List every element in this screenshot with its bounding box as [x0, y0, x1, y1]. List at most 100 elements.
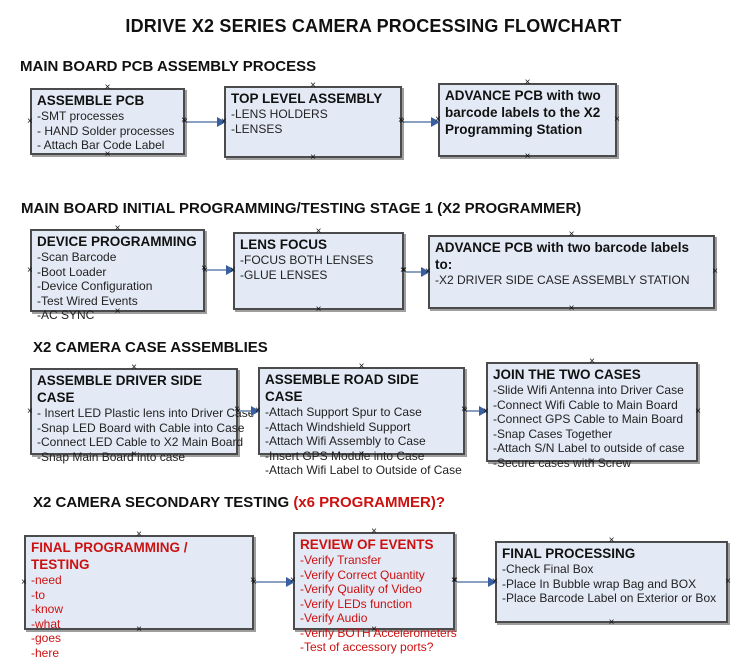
flow-box-final-processing[interactable]: FINAL PROCESSING -Check Final Box -Place… [495, 541, 728, 623]
connection-point-icon[interactable] [202, 266, 208, 276]
connection-point-icon[interactable] [27, 117, 33, 127]
connection-point-icon[interactable] [310, 153, 316, 163]
box-item: -Attach Wifi Label to Outside of Case [265, 463, 462, 477]
connection-point-icon[interactable] [27, 266, 33, 276]
connection-point-icon[interactable] [182, 117, 188, 127]
connector-arrow[interactable] [456, 577, 497, 587]
box-item: -Connect Wifi Cable to Main Board [493, 397, 678, 412]
box-item: -X2 DRIVER SIDE CASE ASSEMBLY STATION [435, 273, 690, 287]
box-title: REVIEW OF EVENTS [300, 537, 434, 552]
flow-box-join-the-two-cases[interactable]: JOIN THE TWO CASES -Slide Wifi Antenna i… [483, 362, 701, 470]
box-item: -to [31, 587, 46, 602]
connector-arrow[interactable] [255, 577, 295, 587]
connection-point-icon[interactable] [115, 224, 121, 234]
connection-point-icon[interactable] [115, 307, 121, 317]
page-title: IDRIVE X2 SERIES CAMERA PROCESSING FLOWC… [125, 16, 622, 36]
connection-point-icon[interactable] [401, 266, 407, 276]
flow-box-review-of-events[interactable]: REVIEW OF EVENTS -Verify Transfer -Verif… [290, 532, 458, 654]
flow-box-assemble-pcb[interactable]: ASSEMBLE PCB -SMT processes - HAND Solde… [30, 88, 185, 155]
connection-point-icon[interactable] [359, 450, 365, 460]
connection-point-icon[interactable] [105, 83, 111, 93]
connection-point-icon[interactable] [316, 305, 322, 315]
box-item: - Attach Bar Code Label [37, 138, 165, 152]
box-item: -goes [31, 631, 62, 645]
connection-point-icon[interactable] [525, 78, 531, 88]
box-item: -Snap Cases Together [493, 426, 613, 441]
box-item: -Verify Audio [300, 611, 368, 625]
box-item: -Verify Quality of Video [300, 582, 422, 596]
section-heading-case-assemblies: X2 CAMERA CASE ASSEMBLIES [33, 339, 268, 356]
connection-point-icon[interactable] [21, 578, 27, 588]
box-item: -FOCUS BOTH LENSES [240, 253, 374, 267]
box-item: -Insert GPS Module into Case [265, 448, 425, 463]
box-item: -here [31, 645, 60, 660]
box-item: -Verify Correct Quantity [300, 567, 425, 582]
connection-point-icon[interactable] [359, 362, 365, 372]
box-item: -AC SYNC [37, 308, 95, 322]
section-heading-main: X2 CAMERA SECONDARY TESTING [33, 494, 294, 511]
flow-box-advance-pcb-to-driver-case-station[interactable]: ADVANCE PCB with two barcode labels to: … [428, 235, 715, 309]
connection-point-icon[interactable] [589, 357, 595, 367]
connection-point-icon[interactable] [725, 577, 731, 587]
connection-point-icon[interactable] [695, 407, 701, 417]
connection-point-icon[interactable] [136, 530, 142, 540]
connection-point-icon[interactable] [230, 266, 236, 276]
box-item: -Attach Windshield Support [265, 419, 411, 434]
connection-point-icon[interactable] [525, 152, 531, 162]
box-item: -Attach S/N Label to outside of case [493, 441, 685, 455]
connection-point-icon[interactable] [712, 267, 718, 277]
connection-point-icon[interactable] [310, 81, 316, 91]
connection-point-icon[interactable] [27, 407, 33, 417]
connection-point-icon[interactable] [371, 625, 377, 635]
box-title: ADVANCE PCB with two barcode labels to: [435, 240, 690, 272]
connection-point-icon[interactable] [609, 618, 615, 628]
connection-point-icon[interactable] [131, 363, 137, 373]
box-item: -Place Barcode Label on Exterior or Box [502, 591, 717, 605]
connection-point-icon[interactable] [371, 527, 377, 537]
connector-arrow[interactable] [186, 117, 226, 127]
flow-box-device-programming[interactable]: DEVICE PROGRAMMING -Scan Barcode -Boot L… [27, 229, 208, 322]
connection-point-icon[interactable] [452, 576, 458, 586]
connection-point-icon[interactable] [492, 577, 498, 587]
box-item: -Connect GPS Cable to Main Board [493, 412, 684, 426]
box-item: -need [31, 573, 62, 587]
connection-point-icon[interactable] [569, 304, 575, 314]
connection-point-icon[interactable] [425, 267, 431, 277]
connection-point-icon[interactable] [105, 150, 111, 160]
section-heading-secondary-testing: X2 CAMERA SECONDARY TESTING (x6 PROGRAMM… [33, 494, 445, 511]
box-item: -Scan Barcode [37, 250, 117, 264]
connection-point-icon[interactable] [131, 450, 137, 460]
flow-box-top-level-assembly[interactable]: TOP LEVEL ASSEMBLY -LENS HOLDERS -LENSES [224, 86, 402, 158]
box-item: -Place In Bubble wrap Bag and BOX [502, 576, 697, 591]
connection-point-icon[interactable] [589, 457, 595, 467]
connection-point-icon[interactable] [614, 115, 620, 125]
connection-point-icon[interactable] [569, 230, 575, 240]
flow-box-assemble-driver-side-case[interactable]: ASSEMBLE DRIVER SIDE CASE - Insert LED P… [27, 368, 254, 464]
connection-point-icon[interactable] [483, 407, 489, 417]
box-item: -Slide Wifi Antenna into Driver Case [493, 383, 684, 397]
flow-box-lens-focus[interactable]: LENS FOCUS -FOCUS BOTH LENSES -GLUE LENS… [233, 232, 404, 310]
box-item: -Verify LEDs function [300, 596, 413, 611]
box-item: -Check Final Box [502, 562, 594, 576]
connector-arrow[interactable] [403, 117, 440, 127]
connection-point-icon[interactable] [221, 117, 227, 127]
connection-point-icon[interactable] [435, 115, 441, 125]
box-item: -SMT processes [37, 109, 125, 123]
box-item: -Attach Wifi Assembly to Case [265, 434, 426, 448]
connection-point-icon[interactable] [235, 407, 241, 417]
section-heading-initial-programming: MAIN BOARD INITIAL PROGRAMMING/TESTING S… [21, 200, 582, 217]
flow-box-advance-pcb-to-programming-station[interactable]: ADVANCE PCB with two barcode labels to t… [438, 83, 617, 157]
flow-box-assemble-road-side-case[interactable]: ASSEMBLE ROAD SIDE CASE -Attach Support … [255, 367, 468, 477]
connection-point-icon[interactable] [290, 576, 296, 586]
connection-point-icon[interactable] [399, 117, 405, 127]
connection-point-icon[interactable] [251, 578, 257, 588]
connection-point-icon[interactable] [462, 406, 468, 416]
connection-point-icon[interactable] [609, 536, 615, 546]
connection-point-icon[interactable] [255, 406, 261, 416]
connector-arrow[interactable] [206, 265, 235, 275]
flow-box-final-programming-testing[interactable]: FINAL PROGRAMMING / TESTING -need -to -k… [21, 535, 257, 660]
connection-point-icon[interactable] [316, 227, 322, 237]
box-title: DEVICE PROGRAMMING [37, 234, 197, 249]
connection-point-icon[interactable] [136, 625, 142, 635]
box-item: -GLUE LENSES [240, 267, 328, 282]
